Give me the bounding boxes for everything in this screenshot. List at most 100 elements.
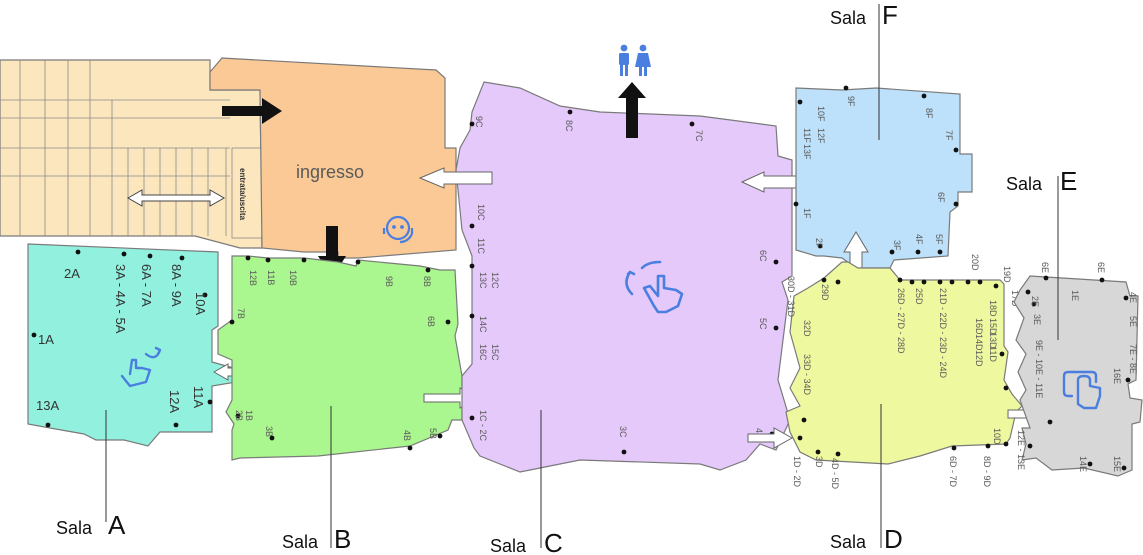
station-6e: 6E bbox=[1040, 262, 1050, 273]
touch-screen-icon bbox=[625, 260, 684, 314]
svg-text:E: E bbox=[1060, 166, 1077, 196]
sala-a: 2A 3A - 4A - 5A 6A - 7A 8A - 9A 10A 1A 1… bbox=[27, 243, 251, 447]
station-9c: 9C bbox=[474, 116, 484, 128]
station-3a-4a-5a: 3A - 4A - 5A bbox=[113, 264, 128, 334]
svg-text:Sala: Sala bbox=[282, 532, 319, 552]
station-19d: 19D bbox=[1002, 266, 1012, 283]
station-13c: 13C bbox=[478, 272, 488, 289]
station-1f: 1F bbox=[802, 208, 812, 219]
station-16d: 16D bbox=[974, 318, 984, 335]
station-7b: 7B bbox=[236, 308, 246, 319]
double-arrow-icon bbox=[126, 189, 226, 207]
restroom-icon bbox=[619, 44, 651, 76]
sala-f: 9F 10F 11F 12F 13F 8F 7F 6F 1F 2F 3F 4F … bbox=[793, 85, 973, 291]
station-6f: 6F bbox=[936, 192, 946, 203]
arrow-right-icon bbox=[747, 427, 794, 449]
station-16e: 16E bbox=[1112, 368, 1122, 384]
station-9e-11e: 9E - 10E - 11E bbox=[1034, 340, 1044, 398]
station-13a: 13A bbox=[36, 398, 59, 413]
station-11c: 11C bbox=[476, 238, 486, 254]
arrow-left-icon bbox=[418, 167, 493, 189]
station-33d-34d: 33D - 34D bbox=[802, 354, 812, 396]
station-13f: 13F bbox=[802, 144, 812, 160]
station-6c: 6C bbox=[758, 250, 768, 262]
room-title-c: Sala C bbox=[490, 528, 563, 555]
station-12b: 12B bbox=[248, 270, 258, 286]
room-leader-lines bbox=[105, 4, 1059, 548]
svg-text:Sala: Sala bbox=[1006, 174, 1043, 194]
station-10c: 10C bbox=[476, 204, 486, 221]
station-5c: 5C bbox=[758, 318, 768, 330]
station-3e: 3E bbox=[1032, 314, 1042, 325]
station-16c: 16C bbox=[478, 344, 488, 361]
station-10d: 10D bbox=[992, 428, 1002, 445]
station-4f: 4F bbox=[914, 234, 924, 245]
station-11a: 11A bbox=[191, 386, 206, 408]
station-8d-9d: 8D - 9D bbox=[982, 456, 992, 488]
svg-text:Sala: Sala bbox=[830, 8, 867, 28]
station-1a: 1A bbox=[38, 332, 54, 347]
station-10b: 10B bbox=[288, 270, 298, 286]
station-6a-7a: 6A - 7A bbox=[139, 264, 154, 307]
station-15c: 15C bbox=[490, 344, 500, 361]
station-10f: 10F bbox=[816, 106, 826, 122]
station-2f: 2F bbox=[814, 238, 824, 249]
station-6d-7d: 6D - 7D bbox=[948, 456, 958, 488]
station-5e: 5E bbox=[1128, 316, 1138, 327]
svg-text:C: C bbox=[544, 528, 563, 555]
station-14e: 14E bbox=[1078, 456, 1088, 472]
station-7c: 7C bbox=[694, 130, 704, 142]
svg-text:Sala: Sala bbox=[56, 518, 93, 538]
station-21d-24d: 21D - 22D - 23D - 24D bbox=[938, 288, 948, 379]
station-11f: 11F bbox=[802, 128, 812, 143]
arrow-right-icon bbox=[222, 98, 282, 124]
station-4d-5d: 4D - 5D bbox=[830, 458, 840, 490]
sala-b: 12B 11B 10B 9B 8B 7B 6B 1B 2B 3B 4B 5B bbox=[217, 255, 480, 461]
room-title-b: Sala B bbox=[282, 524, 351, 554]
sala-d: 20D 19D 17D 18D 15D 13D 11D 16D 14D 12D … bbox=[747, 254, 1045, 490]
station-13d: 13D bbox=[988, 332, 998, 349]
touch-screen-icon bbox=[120, 346, 162, 388]
station-3f: 3F bbox=[892, 240, 902, 251]
station-17d: 17D bbox=[1010, 290, 1020, 307]
station-6e-b: 6E bbox=[1096, 262, 1106, 273]
station-1b: 1B bbox=[244, 410, 254, 421]
station-6b: 6B bbox=[426, 316, 436, 327]
info-desk-icon bbox=[382, 215, 414, 244]
station-15d: 15D bbox=[988, 318, 998, 335]
station-14c: 14C bbox=[478, 316, 488, 333]
sala-e: 6E 6E 1E 2E 3E 4E 5E 7E - 8E 9E - 10E - … bbox=[1013, 262, 1143, 477]
station-12f: 12F bbox=[816, 128, 826, 144]
station-1d-2d: 1D - 2D bbox=[792, 456, 802, 488]
station-2e: 2E bbox=[1030, 296, 1040, 307]
room-title-f: Sala F bbox=[830, 0, 898, 30]
station-7e-8e: 7E - 8E bbox=[1128, 344, 1138, 374]
room-title-a: Sala A bbox=[56, 510, 126, 540]
station-1e: 1E bbox=[1070, 290, 1080, 301]
station-8c: 8C bbox=[564, 120, 574, 132]
station-30d-31d: 30D - 31D bbox=[786, 276, 796, 318]
station-29d: 29D bbox=[820, 284, 830, 301]
station-4b: 4B bbox=[402, 430, 412, 441]
station-10a: 10A bbox=[193, 292, 208, 315]
station-8a-9a: 8A - 9A bbox=[169, 264, 184, 307]
station-18d: 18D bbox=[988, 300, 998, 317]
station-8b: 8B bbox=[422, 276, 432, 287]
station-12c: 12C bbox=[490, 272, 500, 289]
station-3d: 3D bbox=[814, 456, 824, 468]
svg-text:Sala: Sala bbox=[490, 536, 527, 555]
station-7f: 7F bbox=[944, 130, 954, 141]
station-20d: 20D bbox=[970, 254, 980, 271]
station-2b: 2B bbox=[234, 410, 244, 421]
station-12e-13e: 12E - 13E bbox=[1016, 430, 1026, 470]
station-1c-2c: 1C - 2C bbox=[478, 410, 488, 442]
station-26d-28d: 26D - 27D - 28D bbox=[896, 288, 906, 354]
svg-text:F: F bbox=[882, 0, 898, 30]
station-11d: 11D bbox=[988, 346, 998, 362]
touch-screen-icon bbox=[1062, 370, 1102, 410]
station-3b: 3B bbox=[264, 426, 274, 437]
station-3c: 3C bbox=[618, 426, 628, 438]
station-11b: 11B bbox=[266, 270, 276, 285]
station-9b: 9B bbox=[384, 276, 394, 287]
